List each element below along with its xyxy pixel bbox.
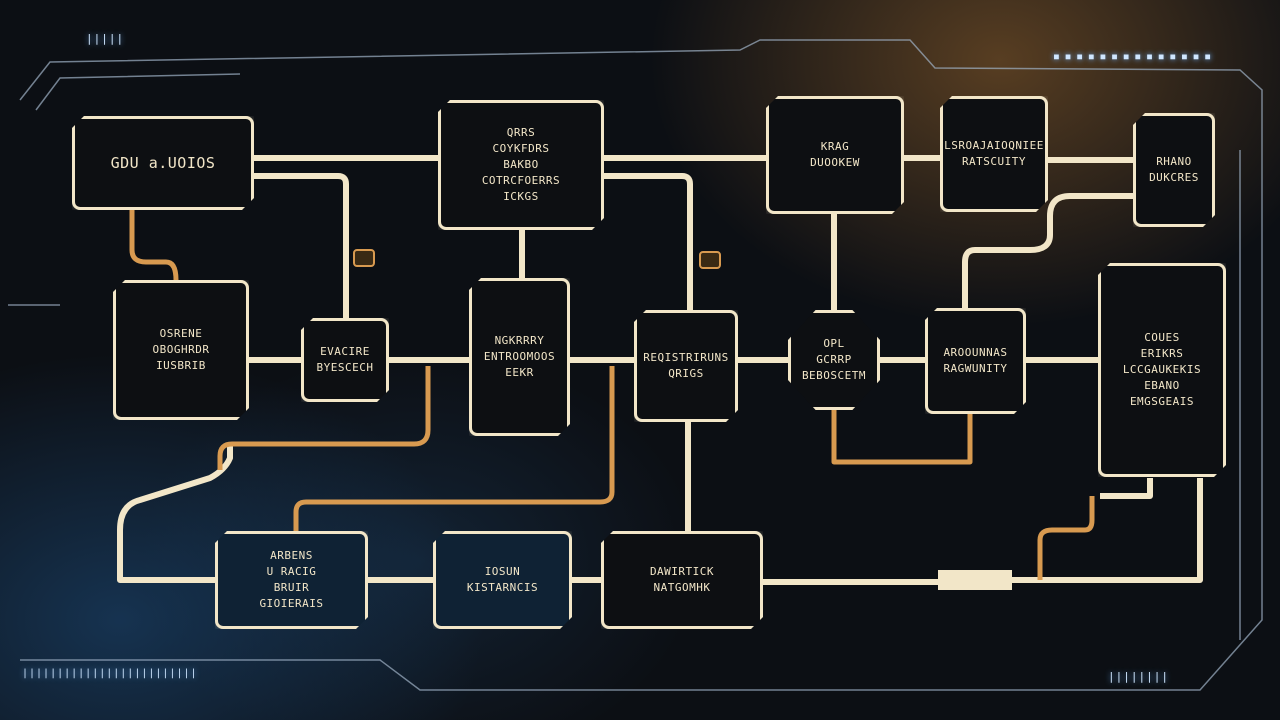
- diagram-node: REQISTRIRUNS QRIGS: [634, 310, 738, 422]
- node-label: RAGWUNITY: [943, 362, 1008, 375]
- node-label: ICKGS: [503, 190, 539, 203]
- diagram-node: RHANO DUKCRES: [1133, 113, 1215, 227]
- diagram-node: IOSUN KISTARNCIS: [433, 531, 572, 629]
- accent-connectors: [129, 210, 1095, 580]
- node-label: COUES: [1144, 331, 1180, 344]
- diagram-node: LSROAJAIOQNIEE RATSCUITY: [940, 96, 1048, 212]
- node-label: COTRCFOERRS: [481, 174, 561, 187]
- chip-icon: [699, 251, 721, 269]
- node-label: BAKBO: [503, 158, 539, 171]
- diagram-node: KRAG DUOOKEW: [766, 96, 904, 214]
- node-label: ENTROOMOOS: [483, 350, 556, 363]
- diagram-node: DAWIRTICK NATGOMHK: [601, 531, 763, 629]
- chip-icon: [353, 249, 375, 267]
- primary-connectors: [117, 155, 1203, 590]
- diagram-node: COUES ERIKRS LCCGAUKEKIS EBANO EMGSGEAIS: [1098, 263, 1226, 477]
- node-label: REQISTRIRUNS: [643, 351, 729, 364]
- decor-ticks: |||||||||||||||||||||||||: [22, 668, 198, 679]
- diagram-node: ARBENS U RACIG BRUIR GIOIERAIS: [215, 531, 368, 629]
- frame-border: [8, 39, 1263, 691]
- node-label: BEBOSCETM: [801, 369, 867, 382]
- node-label: ARBENS: [270, 549, 313, 562]
- node-label: NATGOMHK: [653, 581, 711, 594]
- node-label: EBANO: [1144, 379, 1180, 392]
- decor-ticks: ||||||||: [1108, 670, 1169, 683]
- node-label: DAWIRTICK: [649, 565, 715, 578]
- node-label: LSROAJAIOQNIEE: [944, 139, 1044, 152]
- node-label: QRRS: [506, 126, 536, 139]
- chip-icons: [353, 249, 721, 269]
- diagram-node: EVACIRE BYESCECH: [301, 318, 389, 402]
- node-label: GDU a.UOIOS: [110, 154, 216, 172]
- node-label: EVACIRE: [320, 345, 370, 358]
- node-label: NGKRRRY: [494, 334, 545, 347]
- node-label: RHANO: [1156, 155, 1192, 168]
- diagram-node: OPL GCRRP BEBOSCETM: [788, 310, 880, 410]
- node-label: AROOUNNAS: [943, 346, 1008, 359]
- diagram-node: AROOUNNAS RAGWUNITY: [925, 308, 1026, 414]
- diagram-node: QRRS COYKFDRS BAKBO COTRCFOERRS ICKGS: [438, 100, 604, 230]
- decor-ticks: ■ ■ ■ ■ ■ ■ ■ ■ ■ ■ ■ ■ ■ ■: [1054, 52, 1212, 61]
- node-label: GIOIERAIS: [259, 597, 324, 610]
- node-label: EMGSGEAIS: [1129, 395, 1195, 408]
- node-label: BRUIR: [273, 581, 310, 594]
- node-label: ERIKRS: [1140, 347, 1184, 360]
- node-label: COYKFDRS: [492, 142, 550, 155]
- node-label: OPL: [823, 337, 845, 350]
- node-label: DUKCRES: [1149, 171, 1199, 184]
- node-label: U RACIG: [266, 565, 317, 578]
- node-label: KISTARNCIS: [466, 581, 539, 594]
- node-label: RATSCUITY: [961, 155, 1027, 168]
- node-label: OSRENE: [159, 327, 203, 340]
- node-label: IOSUN: [484, 565, 521, 578]
- diagram-node: OSRENE OBOGHRDR IUSBRIB: [113, 280, 249, 420]
- node-label: EEKR: [505, 366, 534, 379]
- node-label: DUOOKEW: [810, 156, 860, 169]
- diagram-node: NGKRRRY ENTROOMOOS EEKR: [469, 278, 570, 436]
- node-label: BYESCECH: [316, 361, 374, 374]
- node-label: GCRRP: [816, 353, 852, 366]
- node-label: IUSBRIB: [156, 359, 206, 372]
- node-label: KRAG: [820, 140, 850, 153]
- node-label: OBOGHRDR: [152, 343, 210, 356]
- node-label: QRIGS: [668, 367, 704, 380]
- node-label: LCCGAUKEKIS: [1122, 363, 1202, 376]
- diagram-node: GDU a.UOIOS: [72, 116, 254, 210]
- decor-ticks: |||||: [86, 32, 125, 45]
